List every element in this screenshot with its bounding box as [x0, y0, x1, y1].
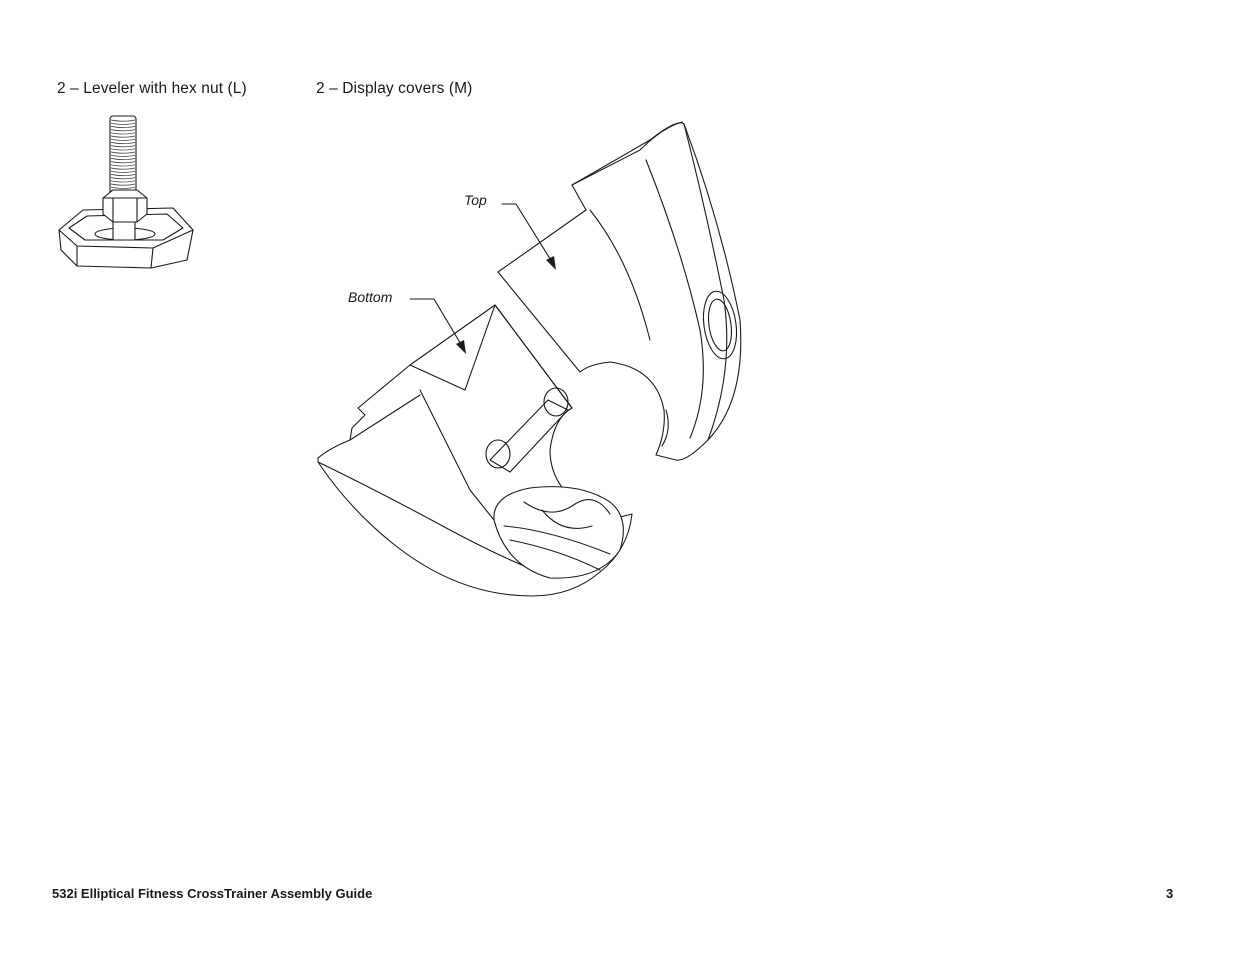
footer-title: 532i Elliptical Fitness CrossTrainer Ass… [52, 886, 373, 901]
display-covers-illustration [317, 121, 742, 597]
callout-top: Top [464, 192, 487, 208]
leveler-caption: 2 – Leveler with hex nut (L) [57, 80, 247, 97]
leveler-illustration [58, 115, 194, 269]
callout-bottom: Bottom [348, 289, 393, 305]
display-covers-caption: 2 – Display covers (M) [316, 80, 473, 97]
page-number: 3 [1166, 886, 1174, 901]
